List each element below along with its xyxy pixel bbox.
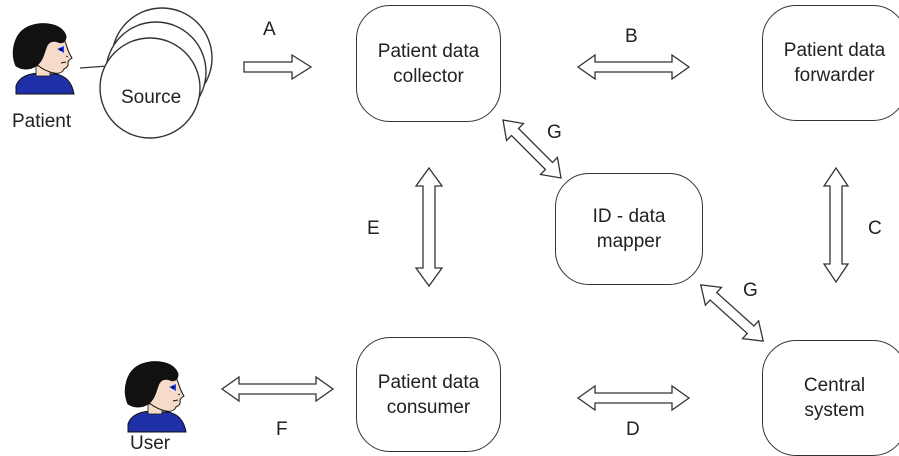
mapper-line2: mapper	[596, 231, 662, 252]
collector-line2: collector	[393, 65, 464, 87]
consumer-line2: consumer	[386, 396, 471, 418]
flow-label-d: D	[626, 419, 640, 440]
flow-arrow-f	[220, 375, 335, 403]
flow-arrow-g1	[502, 119, 562, 179]
central-system-box[interactable]: Central system	[762, 340, 899, 456]
patient-label: Patient	[12, 111, 72, 132]
flow-label-e: E	[367, 218, 380, 239]
flow-arrow-e	[414, 166, 444, 288]
flow-label-g2: G	[743, 280, 758, 301]
forwarder-line2: forwarder	[794, 65, 875, 86]
flow-label-c: C	[868, 218, 882, 239]
source-label: Source	[121, 87, 182, 108]
collector-line1: Patient data	[377, 40, 480, 62]
forwarder-line1: Patient data	[783, 40, 886, 61]
flow-label-a: A	[263, 19, 276, 40]
patient-data-consumer-box[interactable]: Patient data consumer	[356, 337, 501, 452]
patient-data-collector-box[interactable]: Patient data collector	[356, 5, 501, 122]
central-line2: system	[804, 400, 865, 421]
patient-data-forwarder-box[interactable]: Patient data forwarder	[762, 5, 899, 121]
flow-label-g1: G	[547, 122, 562, 143]
id-data-mapper-box[interactable]: ID - data mapper	[555, 173, 703, 285]
flow-arrow-c	[822, 166, 850, 284]
patient-avatar-icon	[12, 23, 75, 95]
source-stack-icon	[99, 7, 213, 139]
patient-source-connector	[79, 65, 109, 69]
flow-label-f: F	[276, 419, 288, 440]
flow-arrow-g2	[699, 284, 765, 342]
flow-arrow-b	[576, 53, 691, 81]
central-line1: Central	[803, 375, 866, 396]
user-avatar-icon	[124, 361, 187, 433]
consumer-line1: Patient data	[377, 371, 480, 393]
flow-label-b: B	[625, 26, 638, 47]
flow-arrow-a	[243, 53, 313, 81]
user-label: User	[130, 433, 171, 454]
mapper-line1: ID - data	[592, 206, 666, 227]
flow-arrow-d	[576, 384, 691, 412]
